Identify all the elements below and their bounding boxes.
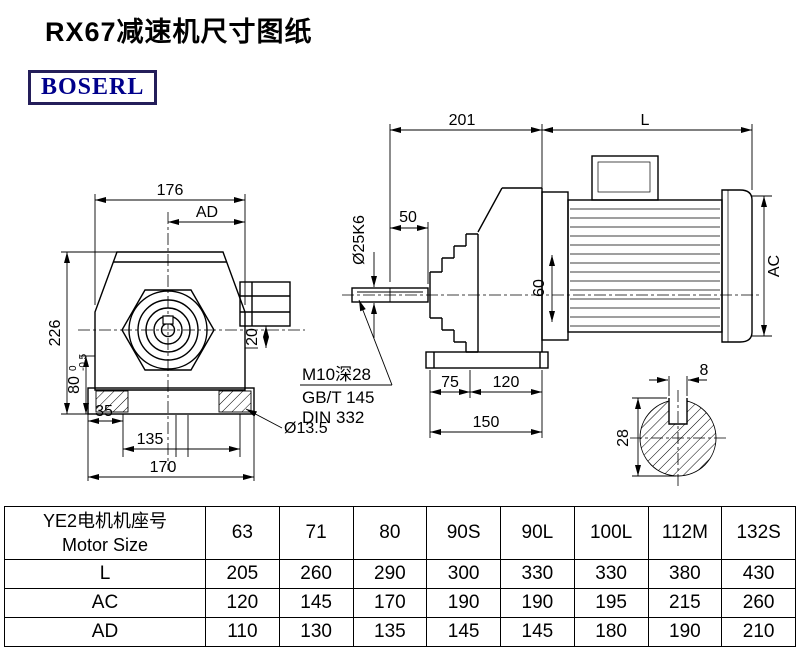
table-cell: 190 [647, 617, 723, 647]
table-cell: 120 [205, 588, 280, 618]
dim-176-label: 176 [157, 182, 184, 199]
motor-size-header-cell: YE2电机机座号 Motor Size [4, 506, 206, 560]
dim-8-label: 8 [700, 362, 709, 379]
front-view: 176 AD 226 80 0 -0.5 20 [47, 182, 328, 481]
row-label: L [4, 559, 206, 589]
table-cell: 80 [352, 506, 428, 560]
table-cell: 430 [721, 559, 796, 589]
dim-201-label: 201 [449, 112, 476, 129]
dim-226-label: 226 [47, 320, 64, 347]
table-cell: 300 [426, 559, 501, 589]
shaft-end-view: 8 28 [615, 362, 726, 488]
dim-shaft-label: Ø25K6 [351, 215, 368, 265]
dim-ad-label: AD [196, 204, 218, 221]
keyway-slot [668, 398, 688, 425]
side-view: 201 L 50 Ø25K6 60 AC M10深28 GB/T 145 DIN [300, 112, 783, 438]
table-cell: 190 [426, 588, 501, 618]
table-cell: 215 [647, 588, 723, 618]
motor-flange [541, 191, 569, 341]
dim-50-label: 50 [399, 209, 417, 226]
dim-170-label: 170 [150, 459, 177, 476]
brand-logo-text: BOSERL [41, 74, 145, 100]
housing-outline [94, 251, 246, 391]
brand-logo: BOSERL [28, 70, 158, 105]
table-row: AC 120 145 170 190 190 195 215 260 [4, 588, 796, 618]
table-cell: 145 [500, 617, 575, 647]
table-cell: 195 [573, 588, 649, 618]
table-cell: 90L [500, 506, 575, 560]
motor-fins [570, 208, 720, 327]
table-cell: 110 [205, 617, 280, 647]
fan-cowl [721, 189, 753, 343]
dimension-table: YE2电机机座号 Motor Size 63 71 80 90S 90L 100… [4, 506, 796, 647]
dim-120-label: 120 [493, 374, 520, 391]
motor-size-header-en: Motor Size [61, 535, 149, 555]
table-cell: 330 [500, 559, 575, 589]
dim-135-label: 135 [137, 431, 164, 448]
side-output-box [239, 281, 291, 327]
technical-drawing: 176 AD 226 80 0 -0.5 20 [47, 112, 783, 488]
table-cell: 100L [573, 506, 649, 560]
table-header-row: YE2电机机座号 Motor Size 63 71 80 90S 90L 100… [4, 506, 796, 560]
note-din-label: DIN 332 [302, 408, 364, 427]
dim-28-label: 28 [615, 429, 632, 447]
table-cell: 210 [721, 617, 796, 647]
table-cell: 90S [426, 506, 501, 560]
motor-size-header-cn: YE2电机机座号 [42, 511, 168, 531]
dim-l-label: L [641, 112, 650, 129]
front-view-dimensions: 176 AD 226 80 0 -0.5 20 [47, 182, 328, 481]
table-row: AD 110 130 135 145 145 180 190 210 [4, 617, 796, 647]
table-cell: 132S [721, 506, 796, 560]
table-cell: 145 [426, 617, 501, 647]
hex-boss [121, 289, 215, 371]
dim-20-label: 20 [244, 328, 261, 346]
gearbox-feet [425, 351, 549, 369]
side-view-dimensions: 201 L 50 Ø25K6 60 AC M10深28 GB/T 145 DIN [300, 112, 783, 438]
end-view-dimensions: 8 28 [615, 362, 709, 477]
table-cell: 190 [500, 588, 575, 618]
dim-80-label: 80 [66, 376, 83, 394]
note-gbt-label: GB/T 145 [302, 388, 374, 407]
dim-35-label: 35 [95, 403, 113, 420]
gearbox-body [477, 187, 543, 352]
foot-section-left [95, 390, 129, 413]
page-title: RX67减速机尺寸图纸 [45, 17, 313, 47]
table-cell: 112M [647, 506, 723, 560]
gearbox-bell-steps [429, 233, 478, 353]
dim-150-label: 150 [473, 414, 500, 431]
note-tap-label: M10深28 [302, 365, 371, 384]
motor-body [567, 199, 723, 333]
table-cell: 380 [647, 559, 723, 589]
table-cell: 63 [205, 506, 280, 560]
dim-hole-label: Ø13.5 [284, 420, 328, 437]
dim-80-label-group: 80 0 -0.5 [66, 353, 89, 394]
table-cell: 170 [352, 588, 428, 618]
table-cell: 135 [352, 617, 428, 647]
dim-ac-label: AC [766, 255, 783, 277]
bore-keyway [162, 315, 174, 325]
table-cell: 130 [278, 617, 354, 647]
dim-75-label: 75 [441, 374, 459, 391]
table-cell: 180 [573, 617, 649, 647]
dim-60-label: 60 [531, 279, 548, 297]
table-cell: 71 [278, 506, 354, 560]
dim-80-tol-lower: -0.5 [78, 353, 89, 371]
table-row: L 205 260 290 300 330 330 380 430 [4, 559, 796, 589]
terminal-box [591, 155, 659, 201]
dim-80-tol-upper: 0 [68, 365, 79, 371]
table-cell: 205 [205, 559, 280, 589]
row-label: AD [4, 617, 206, 647]
table-cell: 260 [721, 588, 796, 618]
foot-section-right [218, 390, 252, 413]
table-cell: 145 [278, 588, 354, 618]
table-cell: 330 [573, 559, 649, 589]
table-cell: 260 [278, 559, 354, 589]
row-label: AC [4, 588, 206, 618]
table-cell: 290 [352, 559, 428, 589]
